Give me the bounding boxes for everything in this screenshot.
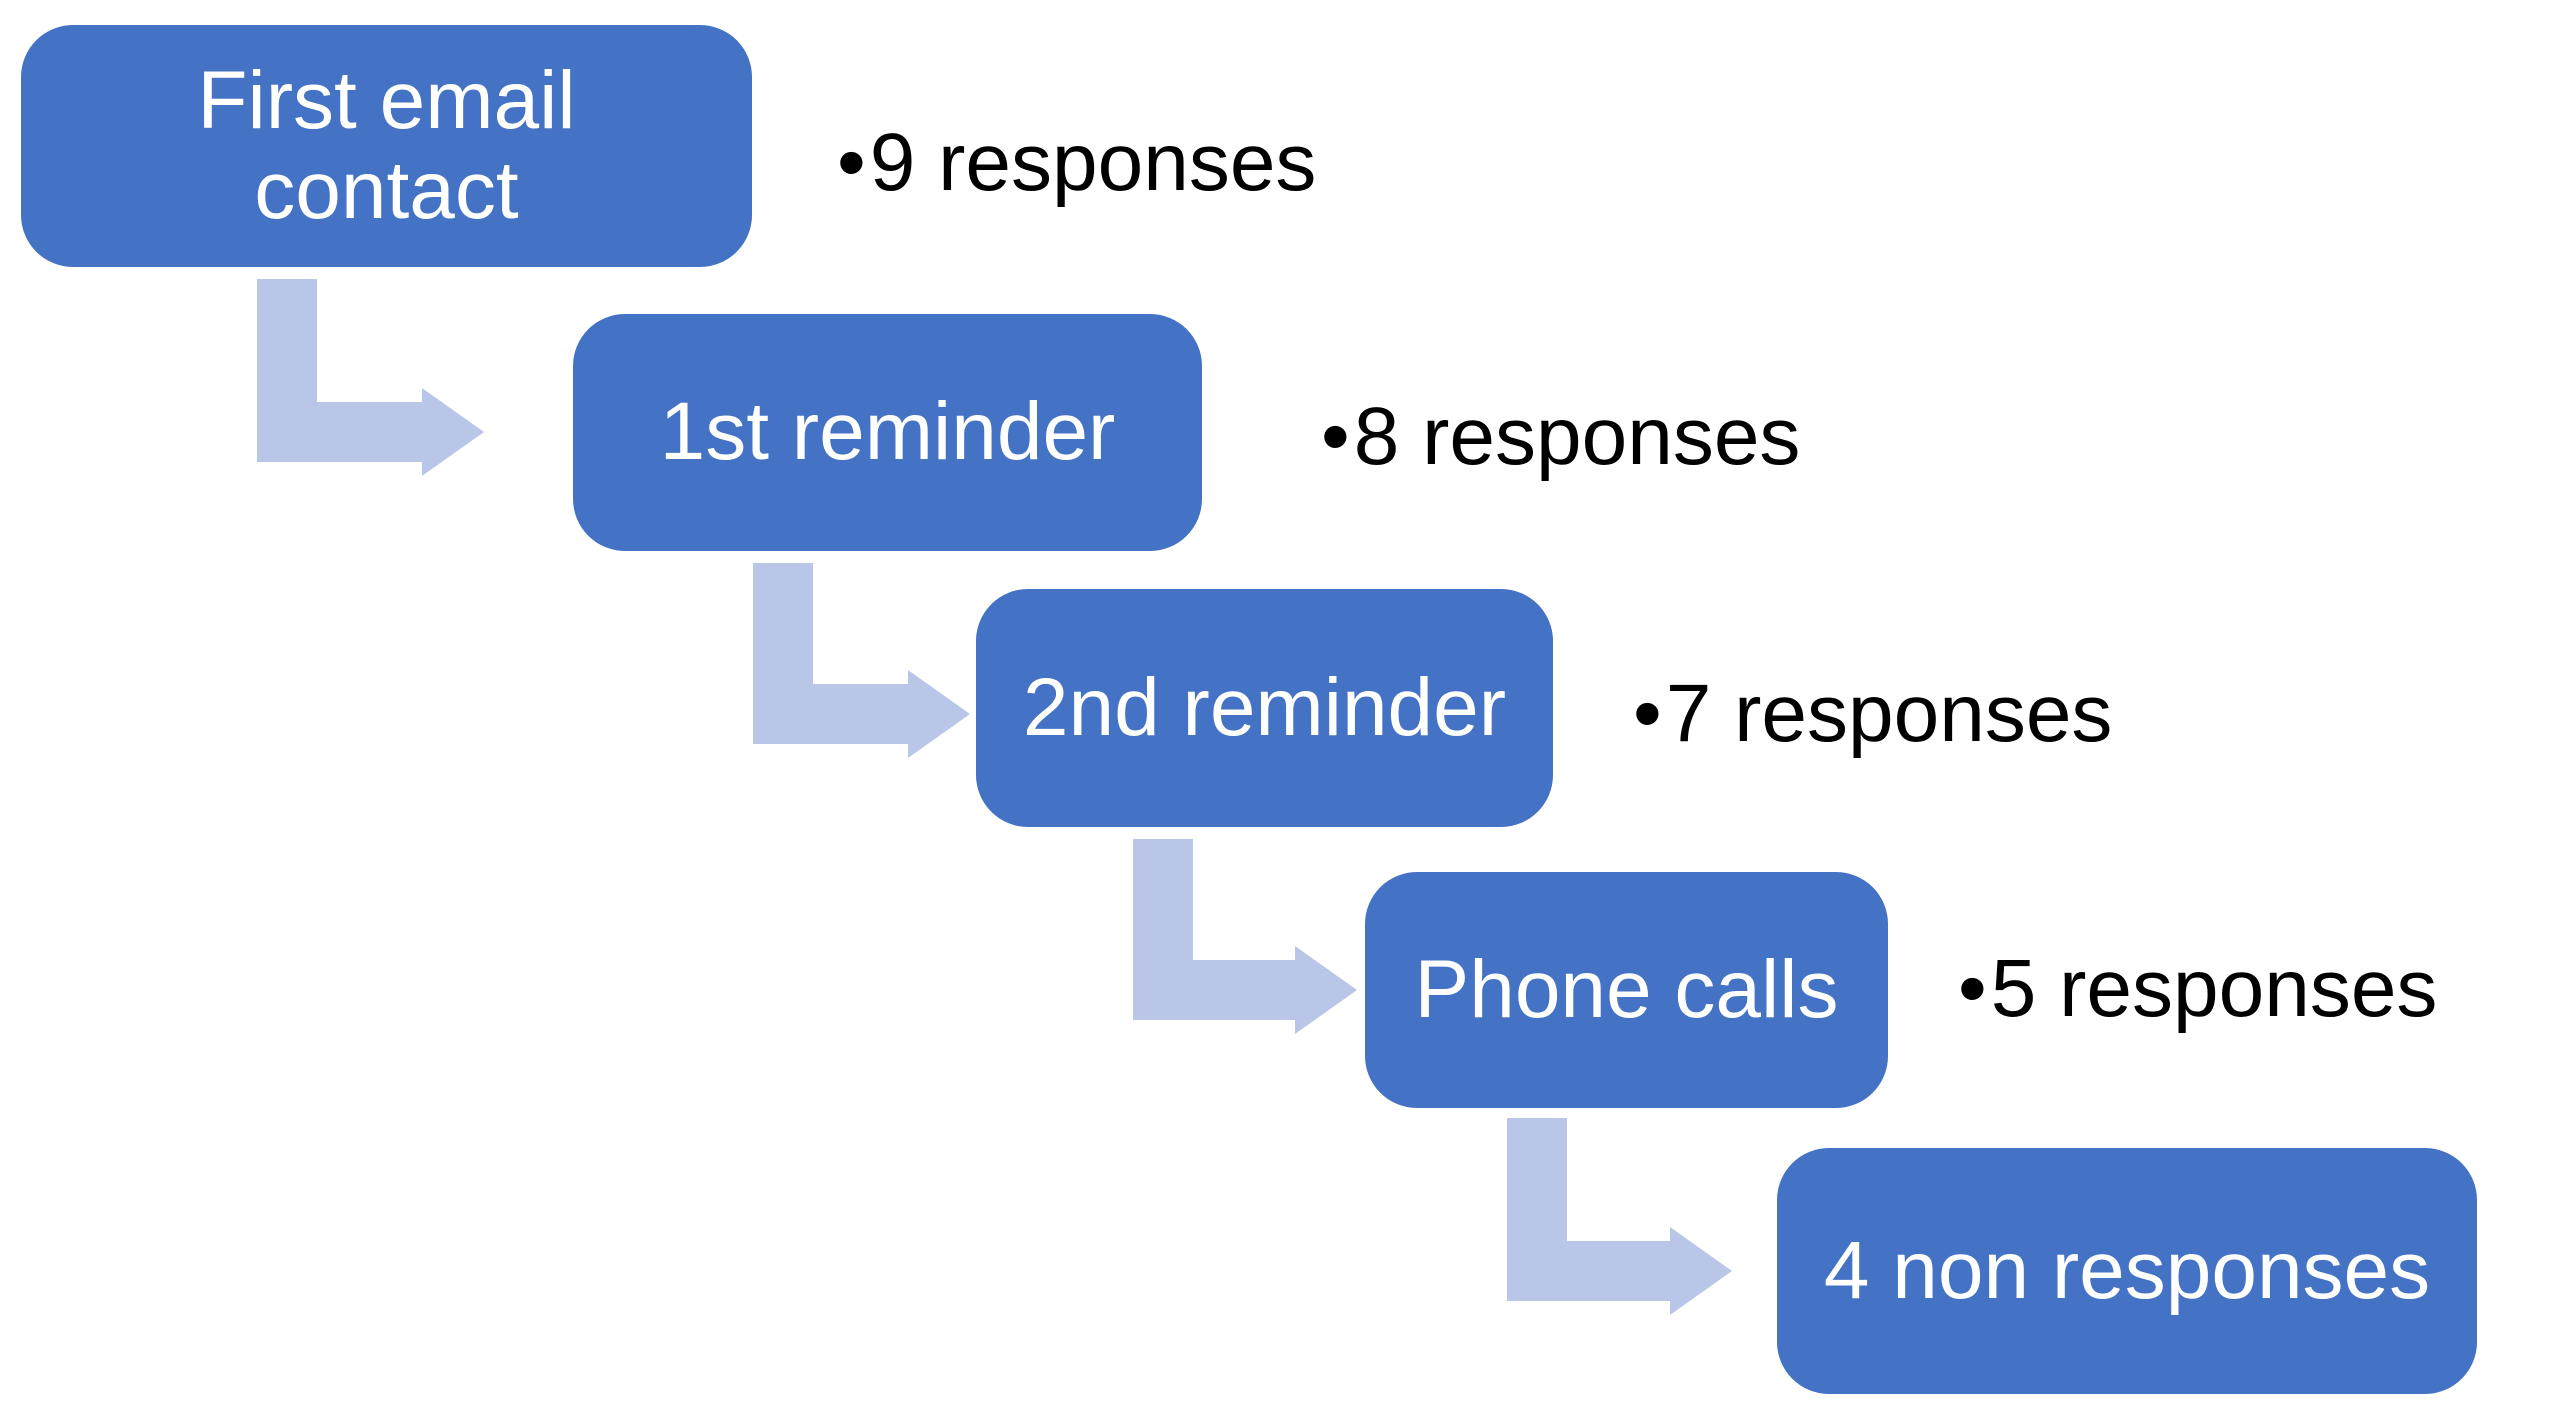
step-box-first-email-contact: First email contact xyxy=(21,25,752,267)
step-box-1st-reminder: 1st reminder xyxy=(573,314,1202,551)
annotation-text: 7 responses xyxy=(1665,668,2113,759)
elbow-arrow-3 xyxy=(1133,839,1357,1034)
step-label: First email contact xyxy=(197,54,576,236)
annotation-responses-2: •8 responses xyxy=(1321,396,1800,478)
elbow-arrow-2 xyxy=(753,563,970,758)
step-box-non-responses: 4 non responses xyxy=(1777,1148,2477,1394)
annotation-text: 9 responses xyxy=(869,117,1317,208)
elbow-arrow-4 xyxy=(1507,1118,1732,1315)
step-label: Phone calls xyxy=(1414,943,1839,1035)
elbow-arrow-1 xyxy=(257,279,484,476)
annotation-responses-3: •7 responses xyxy=(1633,673,2112,755)
step-box-phone-calls: Phone calls xyxy=(1365,872,1888,1108)
annotation-responses-1: •9 responses xyxy=(837,122,1316,204)
step-box-2nd-reminder: 2nd reminder xyxy=(976,589,1553,827)
bullet-marker: • xyxy=(1321,391,1350,482)
bullet-marker: • xyxy=(1633,668,1662,759)
bullet-marker: • xyxy=(1958,943,1987,1034)
annotation-responses-4: •5 responses xyxy=(1958,948,2437,1030)
annotation-text: 5 responses xyxy=(1990,943,2438,1034)
step-label: 2nd reminder xyxy=(1022,661,1507,753)
step-label: 1st reminder xyxy=(659,386,1116,478)
step-label: 4 non responses xyxy=(1823,1224,2431,1316)
bullet-marker: • xyxy=(837,117,866,208)
annotation-text: 8 responses xyxy=(1353,391,1801,482)
